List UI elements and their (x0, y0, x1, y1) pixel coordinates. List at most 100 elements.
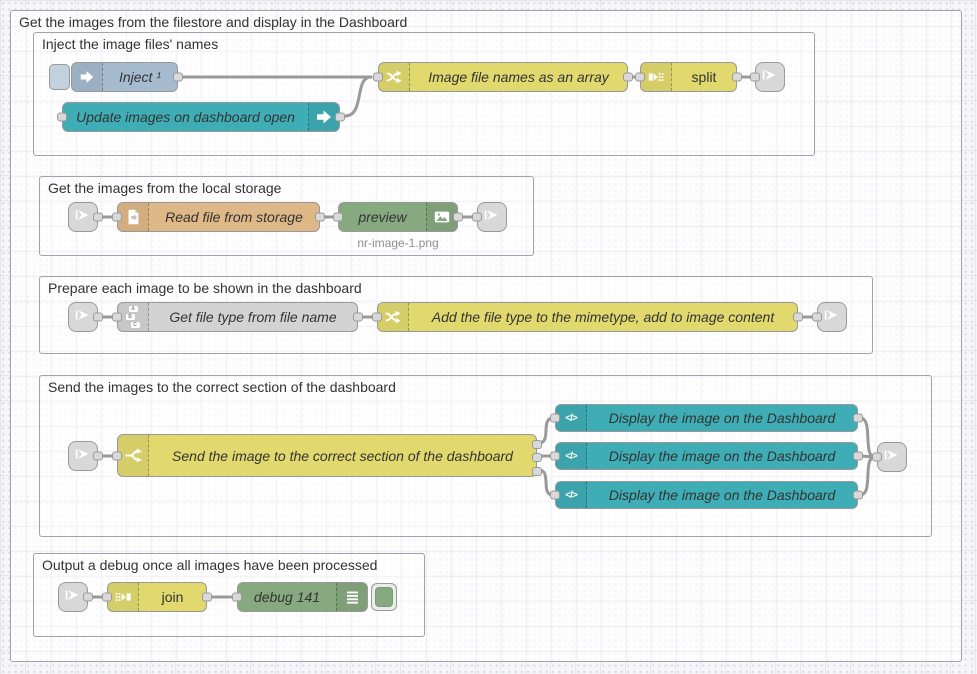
port-out[interactable] (335, 112, 345, 122)
port-in[interactable] (57, 112, 67, 122)
code-icon: </> (556, 482, 587, 508)
port-out[interactable] (623, 72, 633, 82)
arrow-right-icon (308, 103, 339, 131)
node-label: Get file type from file name (169, 309, 337, 325)
port-out[interactable] (315, 212, 325, 222)
node-read-file[interactable]: Read file from storage (112, 202, 325, 232)
node-update-images[interactable]: Update images on dashboard open (57, 102, 345, 132)
port-out[interactable] (853, 451, 863, 461)
port-in[interactable] (635, 72, 645, 82)
port-in[interactable] (872, 452, 882, 462)
link-arrow-icon (74, 445, 92, 468)
port-out[interactable] (93, 451, 103, 461)
link-out-inject[interactable] (750, 62, 785, 92)
port-out[interactable] (853, 413, 863, 423)
node-label: Read file from storage (165, 209, 303, 225)
port-in[interactable] (550, 490, 560, 500)
port-in[interactable] (333, 212, 343, 222)
node-switch-send[interactable]: Send the image to the correct section of… (112, 434, 542, 477)
node-add-file-type[interactable]: Add the file type to the mimetype, add t… (372, 302, 803, 332)
group-inject-title: Inject the image files' names (42, 36, 219, 52)
link-in-debug[interactable] (58, 582, 93, 612)
link-arrow-icon (761, 66, 779, 89)
link-arrow-icon (883, 446, 901, 469)
port-out[interactable] (93, 212, 103, 222)
wire[interactable] (343, 75, 373, 118)
link-in-prepare[interactable] (68, 302, 103, 332)
group-main-title: Get the images from the filestore and di… (19, 14, 408, 30)
port-out[interactable] (453, 212, 463, 222)
node-image-file-names[interactable]: Image file names as an array (373, 62, 633, 92)
node-label: preview (358, 209, 407, 225)
port-in[interactable] (550, 451, 560, 461)
port-in[interactable] (812, 312, 822, 322)
port-out[interactable] (793, 312, 803, 322)
node-label: Display the image on the Dashboard (608, 448, 836, 464)
link-out-prepare[interactable] (812, 302, 847, 332)
node-debug[interactable]: debug 141 (232, 582, 368, 612)
node-inject[interactable]: Inject ¹ (71, 62, 183, 92)
port-out[interactable] (93, 312, 103, 322)
port-out-2[interactable] (532, 452, 542, 462)
code-icon: </> (556, 443, 587, 469)
port-in[interactable] (750, 72, 760, 82)
node-label: Image file names as an array (428, 69, 609, 85)
node-display-2[interactable]: </> Display the image on the Dashboard (550, 442, 863, 470)
port-out-3[interactable] (532, 466, 542, 476)
group-prepare-title: Prepare each image to be shown in the da… (48, 280, 362, 296)
node-label: debug 141 (253, 589, 321, 605)
port-in[interactable] (112, 312, 122, 322)
node-label: join (161, 589, 184, 605)
inject-arrow-icon (72, 63, 103, 91)
link-in-storage[interactable] (68, 202, 103, 232)
link-arrow-icon (823, 306, 841, 329)
node-label: Inject ¹ (118, 69, 161, 85)
join-icon (108, 583, 139, 611)
debug-list-icon (336, 583, 367, 611)
link-out-send[interactable] (872, 442, 907, 472)
link-arrow-icon (74, 206, 92, 229)
port-out[interactable] (732, 72, 742, 82)
node-split[interactable]: split (635, 62, 742, 92)
port-in[interactable] (102, 592, 112, 602)
link-in-send[interactable] (68, 441, 103, 471)
port-out-1[interactable] (532, 439, 542, 449)
node-display-3[interactable]: </> Display the image on the Dashboard (550, 481, 863, 509)
node-preview[interactable]: preview (333, 202, 463, 232)
group-debug-title: Output a debug once all images have been… (42, 557, 378, 573)
port-in[interactable] (373, 72, 383, 82)
port-in[interactable] (112, 212, 122, 222)
port-out[interactable] (853, 490, 863, 500)
fork-icon (118, 435, 149, 476)
port-out[interactable] (173, 72, 183, 82)
node-label: Send the image to the correct section of… (172, 447, 513, 464)
port-in[interactable] (112, 451, 122, 460)
node-display-1[interactable]: </> Display the image on the Dashboard (550, 404, 863, 432)
port-out[interactable] (202, 592, 212, 602)
link-arrow-icon (74, 306, 92, 329)
preview-status: nr-image-1.png (357, 236, 439, 250)
node-label: Display the image on the Dashboard (608, 410, 836, 426)
port-out[interactable] (353, 312, 363, 322)
shuffle-icon (379, 63, 410, 91)
link-arrow-icon (64, 586, 82, 609)
link-out-storage[interactable] (472, 202, 507, 232)
code-icon: </> (556, 405, 587, 431)
image-icon (426, 203, 457, 231)
debug-toggle-button[interactable] (371, 583, 397, 611)
port-out[interactable] (83, 592, 93, 602)
node-label: split (691, 69, 717, 85)
split-icon (641, 63, 672, 91)
group-inject[interactable]: Inject the image files' names (33, 32, 815, 156)
port-in[interactable] (472, 212, 482, 222)
port-in[interactable] (550, 413, 560, 423)
inject-button[interactable] (49, 64, 70, 90)
shuffle-icon (378, 303, 409, 331)
port-in[interactable] (232, 592, 242, 602)
node-join[interactable]: join (102, 582, 212, 612)
node-label: Add the file type to the mimetype, add t… (431, 309, 775, 325)
port-in[interactable] (372, 312, 382, 322)
